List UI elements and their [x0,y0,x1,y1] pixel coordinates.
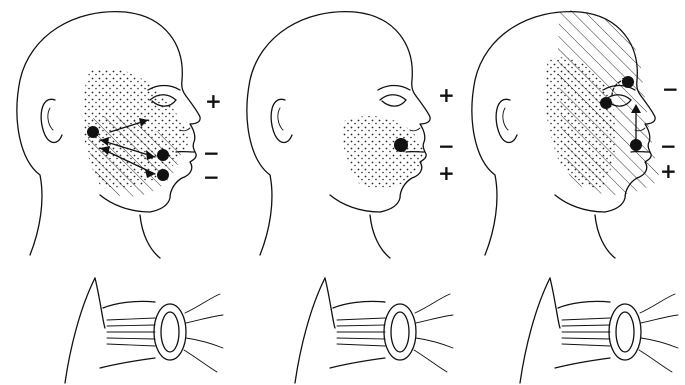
polarity-sign-top: − [662,77,679,101]
polarity-sign-bottom: + [438,161,455,185]
muscle-endplate-left [65,278,223,383]
polarity-sign-top: + [205,89,222,113]
panel-middle: + − + [247,12,455,383]
panel-left: + − − [17,12,223,383]
stimulus-point [87,126,99,138]
stimulus-point [394,138,408,152]
panel-right: − − + [472,10,679,383]
stimulus-point [157,149,169,161]
polarity-sign-middle: − [203,141,220,165]
polarity-sign-middle: − [660,134,677,158]
muscle-endplate-middle [295,278,453,383]
stimulus-point [600,97,612,109]
polarity-sign-middle: − [438,134,455,158]
polarity-sign-bottom: + [660,159,677,183]
muscle-endplate-right [520,278,678,383]
stimulus-point [630,139,642,151]
polarity-sign-top: + [438,83,455,107]
polarity-sign-bottom: − [203,165,220,189]
stimulus-point [157,169,169,181]
